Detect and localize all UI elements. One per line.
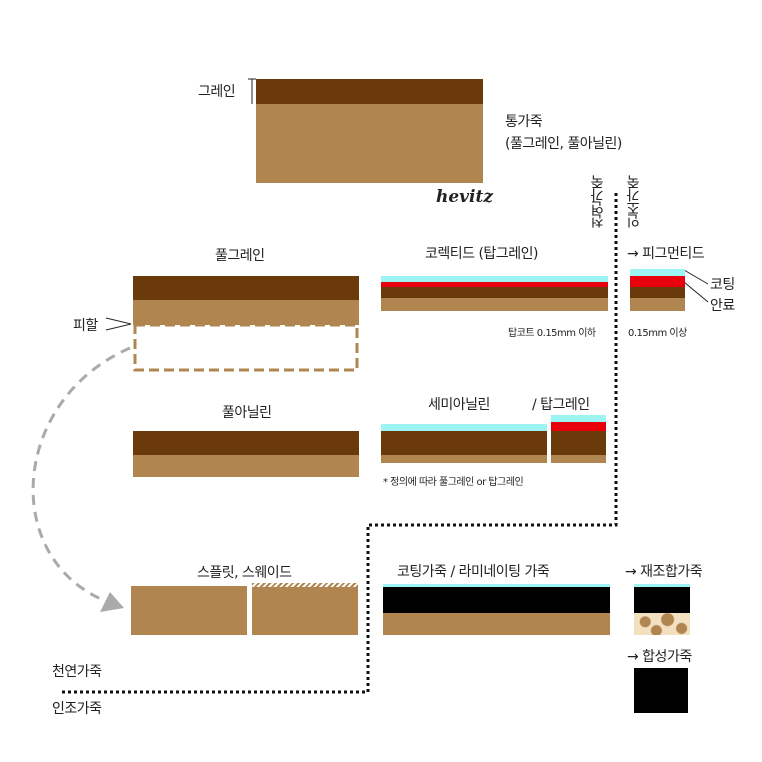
artificial-leather-label: 인조가죽 <box>52 701 102 717</box>
grain-layer <box>630 287 685 298</box>
pigmented-title: → 피그먼티드 <box>627 246 705 262</box>
artificial-leather-vertical: 인조가죽 <box>626 176 642 228</box>
synthetic-layer <box>383 587 610 613</box>
coating-pointer <box>683 269 709 285</box>
split-suede-title: 스플릿, 스웨이드 <box>197 565 292 581</box>
pigment-layer <box>381 282 608 287</box>
reconstituted-title: → 재조합가죽 <box>625 564 703 580</box>
split-layer <box>256 104 483 183</box>
hevitz-logo: hevitz <box>436 187 494 207</box>
grain-layer <box>133 431 359 455</box>
coating-layer <box>630 269 685 276</box>
fiber-mosaic-layer <box>634 613 690 635</box>
coating-layer <box>383 584 610 587</box>
split-layer <box>133 455 359 477</box>
corrected-note: 탑코트 0.15mm 이하 <box>508 328 596 339</box>
split-layer <box>133 300 359 325</box>
suede-nap <box>252 583 358 587</box>
pigment-layer <box>630 276 685 287</box>
grain-layer <box>551 431 606 455</box>
grain-label: 그레인 <box>198 84 236 100</box>
split-layer <box>383 613 610 635</box>
semi-aniline-title: 세미아닐린 <box>428 397 490 413</box>
semi-aniline-note: * 정의에 따라 풀그레인 or 탑그레인 <box>383 477 524 488</box>
split-label: 피할 <box>73 318 98 334</box>
grain-layer <box>256 79 483 104</box>
coating-layer <box>381 276 608 282</box>
coated-title: 코팅가죽 / 라미네이팅 가죽 <box>397 564 550 580</box>
coating-label: 코팅 <box>710 277 735 293</box>
split-layer <box>381 455 547 463</box>
grain-layer <box>381 287 608 298</box>
split-block <box>131 586 247 635</box>
grain-layer <box>133 276 359 300</box>
coating-layer <box>381 424 547 431</box>
coating-layer <box>551 415 606 422</box>
pigment-label: 안료 <box>710 298 735 314</box>
corrected-title: 코렉티드 (탑그레인) <box>425 246 538 262</box>
split-layer <box>381 298 608 311</box>
arrow-head-icon <box>100 592 124 612</box>
split-pointer <box>105 317 132 331</box>
coating-layer <box>634 584 690 587</box>
removed-split-outline <box>133 323 359 372</box>
pigmented-note: 0.15mm 이상 <box>628 328 687 339</box>
whole-hide-subtitle: (풀그레인, 풀아닐린) <box>505 136 622 152</box>
synthetic-block <box>634 668 688 713</box>
top-grain-title: / 탑그레인 <box>532 397 590 413</box>
full-aniline-title: 풀아닐린 <box>222 405 272 421</box>
pigment-pointer <box>683 281 709 303</box>
synthetic-title: → 합성가죽 <box>627 649 692 665</box>
split-layer <box>630 298 685 311</box>
split-layer <box>551 455 606 463</box>
suede-block <box>252 587 358 635</box>
synthetic-layer <box>634 587 690 613</box>
full-grain-title: 풀그레인 <box>215 248 265 264</box>
grain-layer <box>381 431 547 455</box>
natural-leather-label: 천연가죽 <box>52 664 102 680</box>
curved-arrow <box>31 346 131 604</box>
natural-leather-vertical: 천연가죽 <box>590 176 606 228</box>
natural-artificial-divider <box>62 193 618 694</box>
whole-hide-title: 통가죽 <box>505 114 543 130</box>
pigment-layer <box>551 422 606 431</box>
